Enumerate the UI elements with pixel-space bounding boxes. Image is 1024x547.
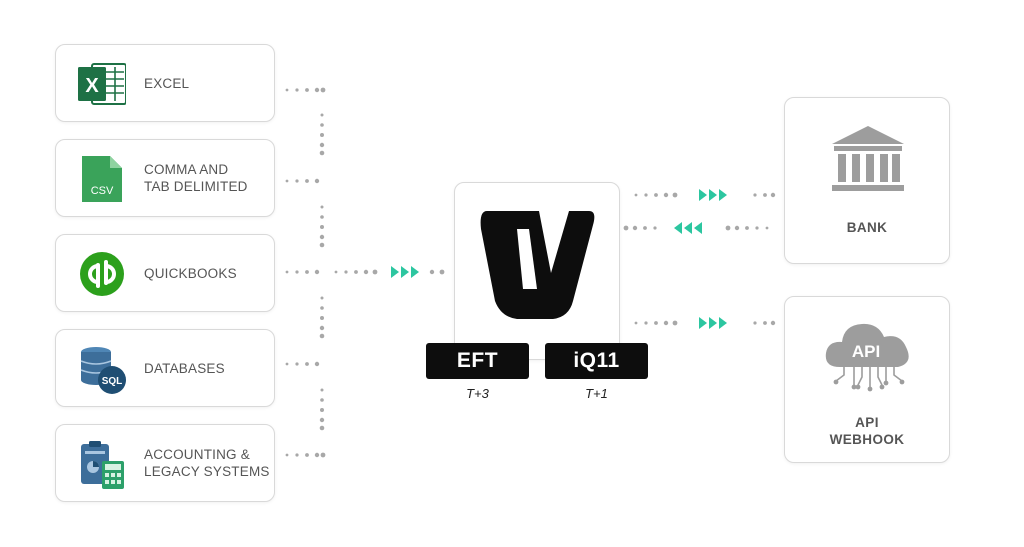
arrow-left-icon — [674, 222, 702, 234]
source-label: ACCOUNTING & LEGACY SYSTEMS — [144, 447, 270, 479]
destination-label: API WEBHOOK — [829, 415, 905, 447]
arrow-right-icon — [699, 317, 727, 329]
source-card-quickbooks: QUICKBOOKS — [55, 234, 275, 312]
databases-connector — [285, 361, 320, 367]
destination-card-api: API API WEBHOOK — [784, 296, 950, 463]
excel-connector — [285, 87, 326, 93]
iq11-badge: iQ11 — [545, 343, 648, 379]
quickbooks-icon — [78, 249, 126, 299]
source-label: COMMA AND TAB DELIMITED — [144, 162, 248, 194]
excel-icon: X — [78, 59, 127, 109]
v-logo-icon — [480, 211, 595, 319]
api-cloud-icon: API — [825, 323, 909, 392]
accounting-connector — [285, 452, 326, 458]
csv-connector — [285, 178, 320, 184]
source-card-csv: CSV COMMA AND TAB DELIMITED — [55, 139, 275, 217]
destination-card-bank: BANK — [784, 97, 950, 264]
center-platform-card — [454, 182, 620, 360]
eft-badge: EFT — [426, 343, 529, 379]
svg-text:SQL: SQL — [102, 376, 123, 387]
source-label: DATABASES — [144, 360, 225, 376]
destination-label: BANK — [846, 220, 888, 235]
svg-text:API: API — [852, 342, 880, 361]
vertical-trunk — [319, 113, 325, 431]
svg-text:CSV: CSV — [91, 185, 114, 197]
source-card-accounting: ACCOUNTING & LEGACY SYSTEMS — [55, 424, 275, 502]
api-out-connector — [634, 320, 776, 326]
bank-in-connector — [623, 225, 769, 231]
iq11-timing: T+1 — [585, 386, 608, 401]
source-label: EXCEL — [144, 75, 190, 91]
eft-timing: T+3 — [466, 386, 489, 401]
arrow-right-icon — [699, 189, 727, 201]
bank-icon — [832, 126, 904, 191]
source-card-databases: SQL DATABASES — [55, 329, 275, 407]
accounting-systems-icon — [78, 439, 126, 489]
source-label: QUICKBOOKS — [144, 265, 237, 281]
sql-database-icon: SQL — [78, 344, 126, 394]
quickbooks-connector — [285, 269, 445, 275]
source-card-excel: X EXCEL — [55, 44, 275, 122]
svg-text:X: X — [85, 75, 99, 97]
bank-out-connector — [634, 192, 776, 198]
arrow-right-icon — [391, 266, 419, 278]
csv-file-icon: CSV — [78, 154, 126, 204]
